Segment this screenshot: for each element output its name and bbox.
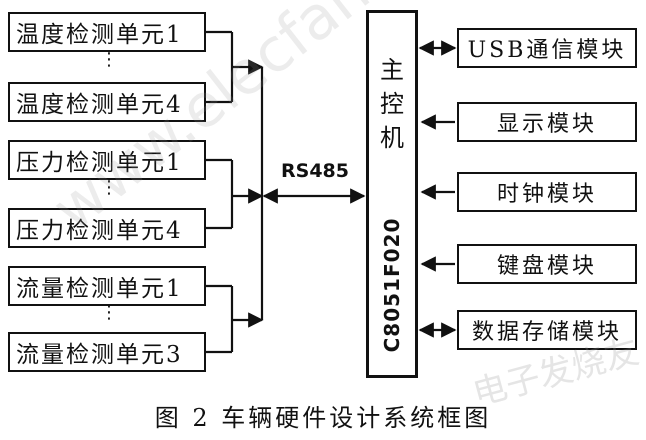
storage-module-box: 数据存储模块 [457,310,637,350]
temp-unit-4-label: 温度检测单元4 [16,92,183,118]
temp-unit-1-box: 温度检测单元1 [8,12,206,52]
temp-unit-4-box: 温度检测单元4 [8,82,206,122]
press-ellipsis: ⋮ [100,177,118,198]
press-unit-1-box: 压力检测单元1 [8,140,206,180]
press-unit-4-box: 压力检测单元4 [8,208,206,248]
flow-unit-1-box: 流量检测单元1 [8,266,206,306]
keyboard-module-box: 键盘模块 [457,244,637,284]
mcu-char-3: 机 [380,124,404,152]
mcu-char-2: 控 [380,90,404,118]
display-module-box: 显示模块 [457,102,637,142]
usb-module-box: USB通信模块 [457,28,637,68]
temp-ellipsis: ⋮ [100,49,118,70]
press-unit-1-label: 压力检测单元1 [16,150,183,176]
press-unit-4-label: 压力检测单元4 [16,218,183,244]
flow-unit-3-label: 流量检测单元3 [16,342,183,368]
mcu-char-1: 主 [380,56,404,84]
mcu-model: C8051F020 [380,217,404,353]
flow-unit-3-box: 流量检测单元3 [8,332,206,372]
storage-module-label: 数据存储模块 [471,320,622,345]
flow-ellipsis: ⋮ [100,302,118,323]
clock-module-label: 时钟模块 [496,182,597,207]
display-module-label: 显示模块 [496,112,597,137]
usb-module-label: USB通信模块 [467,38,627,63]
keyboard-module-label: 键盘模块 [496,254,597,279]
figure-caption: 图 2 车辆硬件设计系统框图 [154,404,492,432]
temp-unit-1-label: 温度检测单元1 [16,22,183,48]
mcu-box: 主 控 机 C8051F020 [366,10,418,378]
rs485-label: RS485 [281,160,349,182]
clock-module-box: 时钟模块 [457,172,637,212]
flow-unit-1-label: 流量检测单元1 [16,276,183,302]
